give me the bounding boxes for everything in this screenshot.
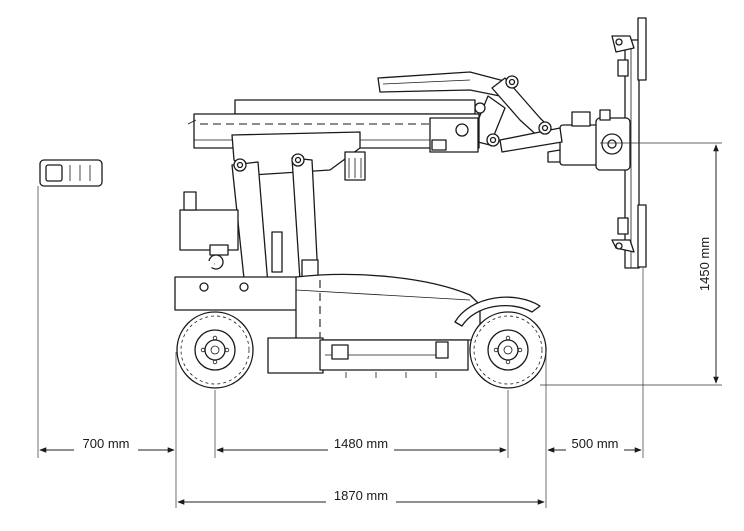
front-wheel — [176, 311, 254, 389]
counterweight-box — [179, 191, 239, 270]
dim-overall-length-label: 1870 mm — [334, 488, 388, 503]
chassis — [174, 273, 541, 378]
suction-frame — [611, 17, 647, 269]
dim-height-label: 1450 mm — [697, 237, 712, 291]
dim-front-overhang-label: 700 mm — [83, 436, 130, 451]
rotator-head — [547, 109, 631, 171]
dim-rear-overhang-label: 500 mm — [572, 436, 619, 451]
dim-wheelbase-label: 1480 mm — [334, 436, 388, 451]
control-handle — [39, 159, 215, 268]
dimension-lines: 700 mm 1480 mm 500 mm 1870 mm 1450 mm — [37, 142, 722, 508]
mast — [231, 131, 366, 289]
rear-wheel — [469, 311, 547, 389]
machine-outline — [39, 17, 647, 389]
